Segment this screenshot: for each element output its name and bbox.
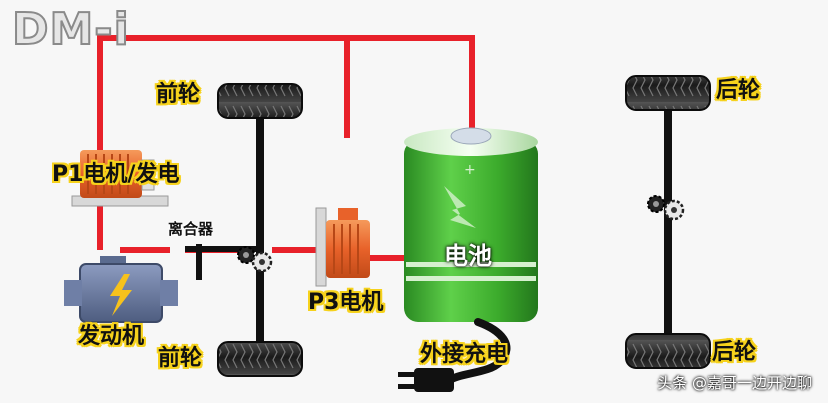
front-gear-icon xyxy=(237,246,273,273)
label-battery: 电池 xyxy=(444,242,492,270)
label-front-wheel-top: 前轮 xyxy=(156,82,201,107)
p3-motor-icon xyxy=(315,207,370,287)
charging-plug-icon xyxy=(398,318,511,392)
rear-axle xyxy=(664,100,672,350)
front-axle xyxy=(185,104,264,356)
label-engine: 发动机 xyxy=(78,324,145,349)
rear-tire-top-icon xyxy=(625,75,711,111)
p1-motor-icon xyxy=(71,150,169,207)
watermark: 头条 @嘉哥一边开边聊 xyxy=(657,374,812,392)
label-rear-wheel-bottom: 后轮 xyxy=(712,340,757,365)
battery-icon: + xyxy=(404,127,538,322)
label-front-wheel-bottom: 前轮 xyxy=(158,346,203,371)
diagram-title: DM-i xyxy=(11,3,130,56)
engine-icon xyxy=(64,256,178,323)
label-external-charge: 外接充电 xyxy=(420,342,509,367)
label-clutch: 离合器 xyxy=(168,220,214,238)
front-tire-top-icon xyxy=(217,83,303,119)
svg-text:+: + xyxy=(464,162,476,178)
rear-gear-icon xyxy=(647,195,685,221)
front-tire-bottom-icon xyxy=(217,341,303,377)
label-rear-wheel-top: 后轮 xyxy=(716,78,761,103)
rear-tire-bottom-icon xyxy=(625,333,711,369)
label-p1-motor: P1电机/发电 xyxy=(52,162,180,187)
label-p3-motor: P3电机 xyxy=(308,290,384,315)
